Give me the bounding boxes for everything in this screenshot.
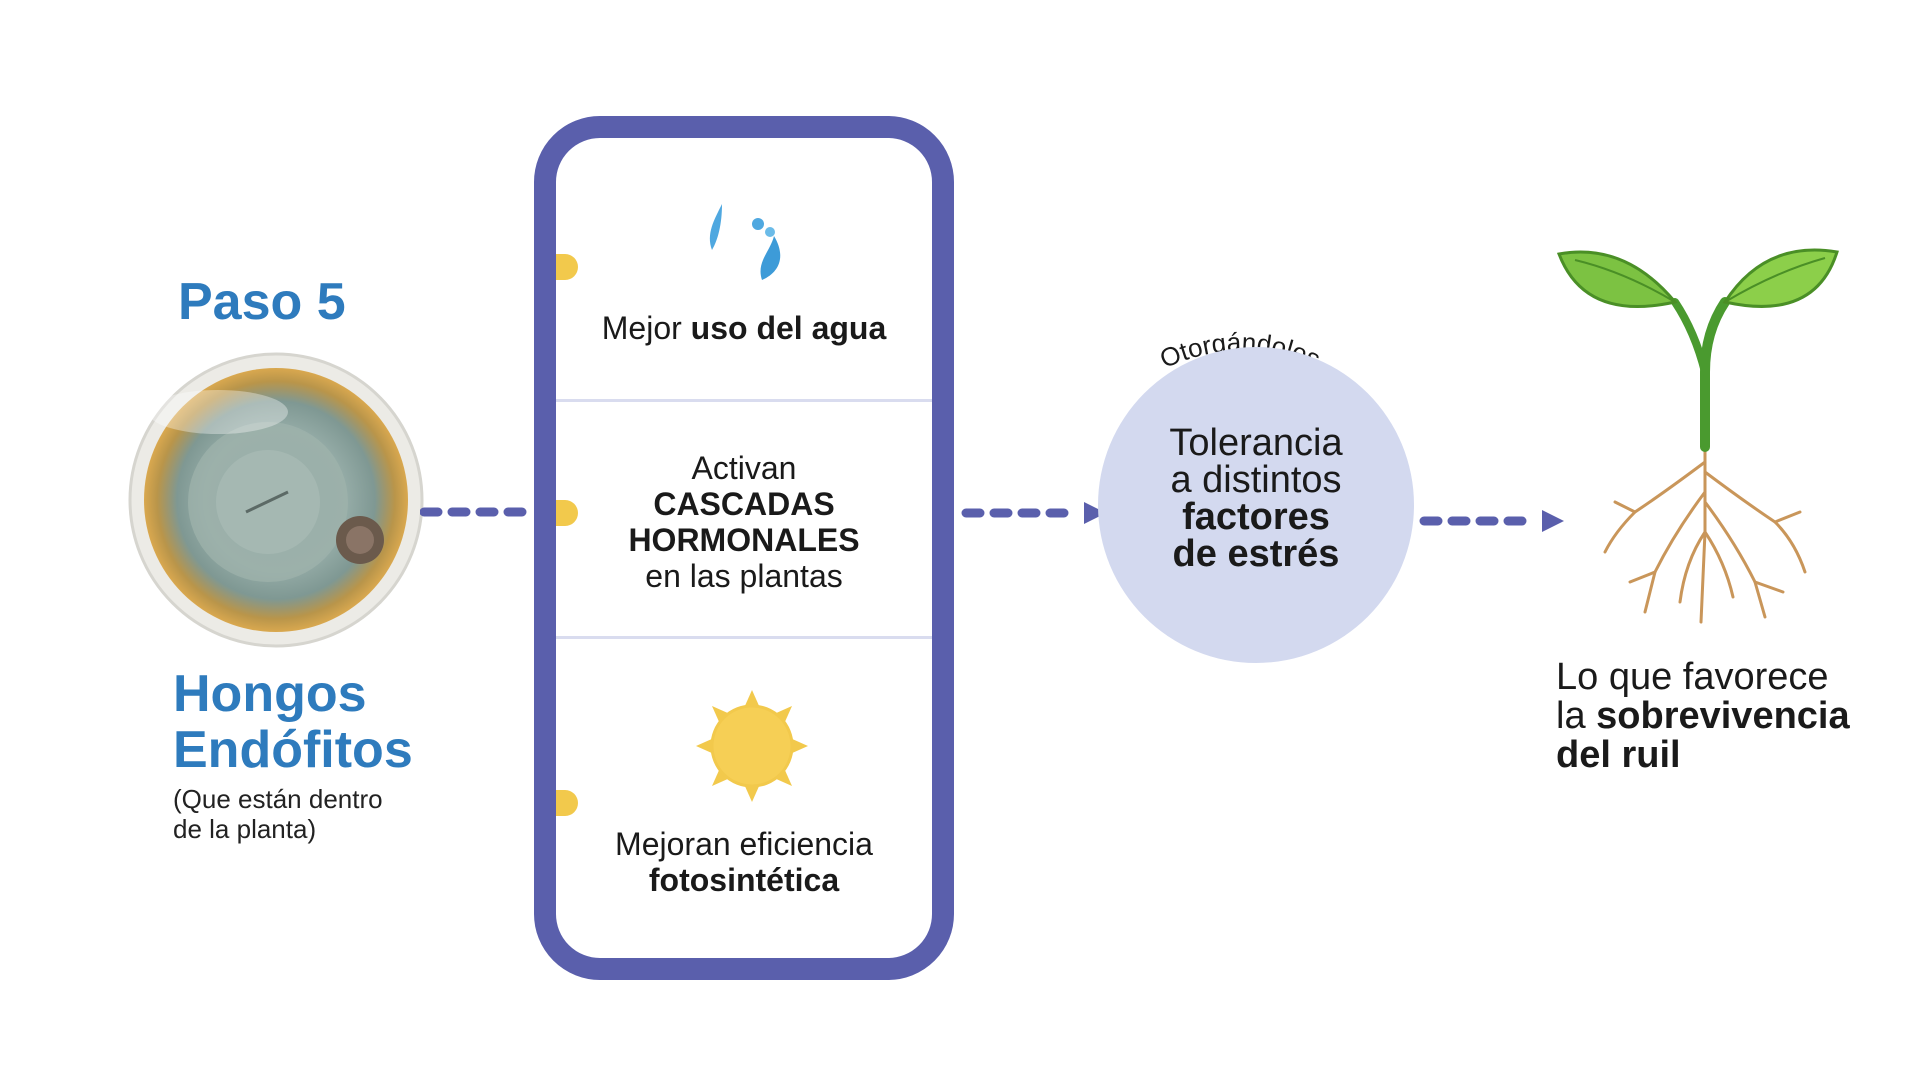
- hormones-text: Activan CASCADAS HORMONALES en las plant…: [556, 450, 932, 594]
- fungi-note-line2: de la planta): [173, 814, 317, 844]
- tolerance-line1: Tolerancia: [1169, 422, 1343, 464]
- petri-dish-icon: [128, 352, 424, 648]
- yellow-tab-3: [556, 790, 578, 816]
- yellow-tab-2: [556, 500, 578, 526]
- fungi-name-line1: Hongos: [173, 665, 367, 723]
- result-line2-bold: sobrevivencia: [1596, 695, 1850, 737]
- panel-divider-1: [556, 399, 932, 402]
- result-line3: del ruil: [1556, 734, 1681, 776]
- result-line1: Lo que favorece: [1556, 656, 1829, 698]
- result-text: Lo que favorece la sobrevivencia del rui…: [1556, 658, 1850, 775]
- yellow-tab-1: [556, 254, 578, 280]
- result-line2-normal: la: [1556, 695, 1597, 737]
- tolerance-text: Tolerancia a distintos factores de estré…: [1098, 422, 1414, 575]
- tolerance-line3: factores: [1182, 496, 1330, 538]
- tolerance-line4: de estrés: [1172, 533, 1340, 575]
- tolerance-circle: [1098, 347, 1414, 663]
- water-drops-icon: [709, 204, 781, 280]
- fungi-name: Hongos Endófitos: [173, 666, 413, 778]
- step-title: Paso 5: [178, 273, 346, 331]
- hormones-line4: en las plantas: [645, 558, 843, 594]
- effects-panel: [534, 116, 954, 980]
- photosynthesis-line2: fotosintética: [648, 862, 840, 898]
- result-line2: la sobrevivencia: [1556, 697, 1850, 736]
- fungi-note: (Que están dentro de la planta): [173, 784, 383, 844]
- fungi-name-line2: Endófitos: [173, 721, 413, 779]
- tolerance-line2: a distintos: [1170, 459, 1342, 501]
- arrow-circle-sprout: [1419, 510, 1564, 532]
- fungi-note-line1: (Que están dentro: [173, 784, 383, 814]
- connector-fungi-panel: [420, 507, 540, 517]
- water-text: Mejor uso del agua: [556, 310, 932, 346]
- water-text-bold: uso del agua: [690, 310, 887, 346]
- water-text-normal: Mejor: [601, 310, 691, 346]
- hormones-line1: Activan: [691, 450, 797, 486]
- photosynthesis-line1: Mejoran eficiencia: [615, 826, 873, 862]
- sun-icon: [696, 690, 808, 802]
- panel-divider-2: [556, 636, 932, 639]
- sprout-icon: [1556, 248, 1839, 624]
- photosynthesis-text: Mejoran eficiencia fotosintética: [556, 826, 932, 898]
- arrow-panel-circle: [961, 502, 1106, 524]
- hormones-line2: CASCADAS: [653, 486, 835, 522]
- hormones-line3: HORMONALES: [628, 522, 860, 558]
